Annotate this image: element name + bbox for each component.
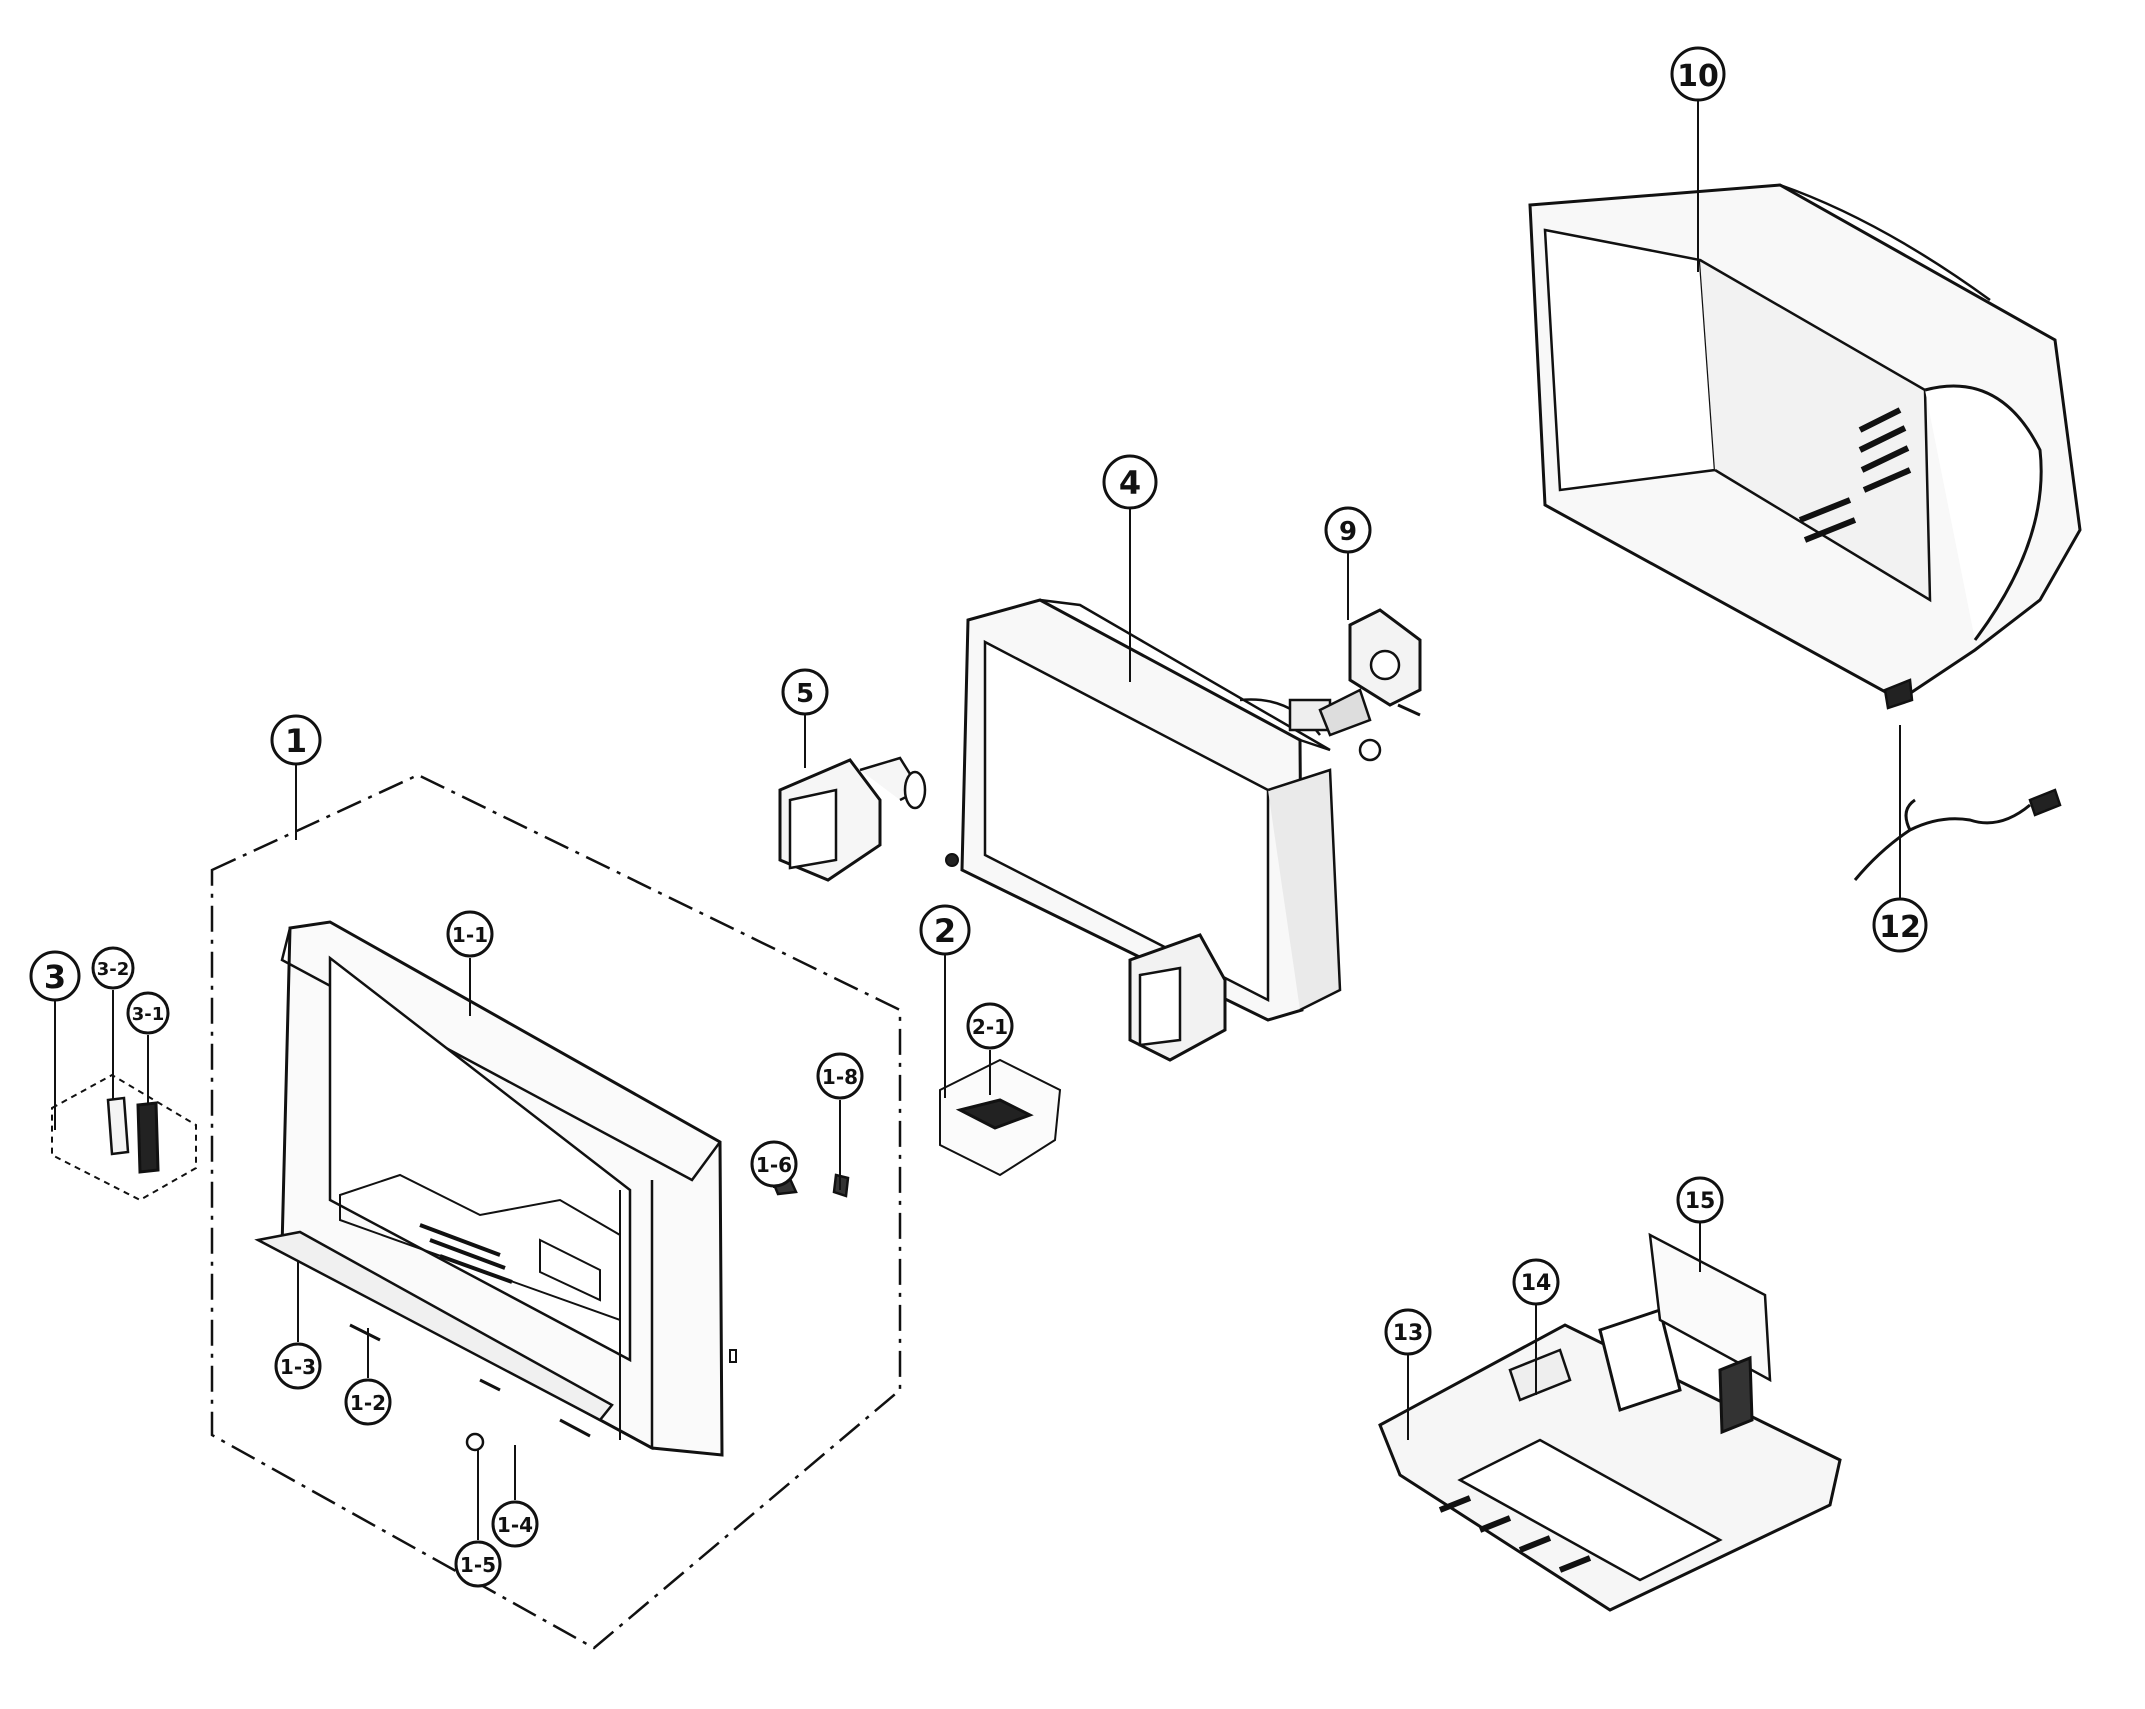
svg-text:1-4: 1-4: [497, 1513, 533, 1537]
svg-text:15: 15: [1685, 1189, 1716, 1214]
leader-lines: [54, 98, 1901, 1540]
callout-2-1: 2-1: [966, 1002, 1014, 1050]
group-1-dashed-outline: [210, 773, 902, 1650]
callout-3-1: 3-1: [126, 991, 170, 1035]
svg-text:1-8: 1-8: [822, 1065, 858, 1089]
callout-1-2: 1-2: [344, 1378, 392, 1426]
bracket-part-5: [778, 756, 927, 882]
svg-text:2: 2: [934, 912, 956, 950]
callout-13: 13: [1384, 1308, 1432, 1356]
callout-10: 10: [1670, 46, 1726, 102]
callout-3: 3: [29, 950, 81, 1002]
callout-15: 15: [1676, 1176, 1724, 1224]
svg-text:14: 14: [1521, 1271, 1552, 1296]
callout-1-5: 1-5: [454, 1540, 502, 1588]
small-box-part-2: [939, 1058, 1062, 1177]
callout-3-2: 3-2: [91, 946, 135, 990]
callout-12: 12: [1872, 897, 1928, 953]
svg-text:12: 12: [1879, 910, 1921, 945]
callouts: 1 1-1 1-2 1-3 1-4 1-5 1-6 1-8: [29, 46, 1928, 1588]
back-cabinet-part-10: [1528, 183, 2082, 881]
callout-1-6: 1-6: [750, 1140, 798, 1188]
callout-2: 2: [919, 904, 971, 956]
callout-1-4: 1-4: [491, 1500, 539, 1548]
svg-text:1-5: 1-5: [460, 1553, 496, 1577]
svg-text:5: 5: [796, 679, 814, 709]
svg-text:3-2: 3-2: [97, 959, 130, 980]
picture-tube-part-4: [945, 598, 1382, 1062]
small-assembly-group-3: [51, 1073, 197, 1202]
svg-text:2-1: 2-1: [972, 1015, 1008, 1039]
neck-board-part-9: [1348, 608, 1422, 717]
svg-text:1-6: 1-6: [756, 1153, 792, 1177]
svg-text:9: 9: [1339, 517, 1357, 547]
callout-14: 14: [1512, 1258, 1560, 1306]
callout-1-3: 1-3: [274, 1342, 322, 1390]
svg-text:1-1: 1-1: [452, 923, 488, 947]
power-cord: [1853, 803, 2031, 881]
control-strip: [254, 1230, 614, 1422]
callout-1-1: 1-1: [446, 910, 494, 958]
svg-text:1-3: 1-3: [280, 1355, 316, 1379]
svg-text:13: 13: [1393, 1321, 1424, 1346]
callout-1-8: 1-8: [816, 1052, 864, 1100]
callout-4: 4: [1102, 454, 1158, 510]
svg-text:1: 1: [285, 722, 307, 760]
callout-9: 9: [1324, 506, 1372, 554]
svg-text:10: 10: [1677, 59, 1719, 94]
svg-text:4: 4: [1119, 464, 1141, 502]
main-chassis-pcb: [1378, 1232, 1842, 1612]
svg-text:1-2: 1-2: [350, 1391, 386, 1415]
svg-text:3: 3: [44, 958, 66, 996]
callout-5: 5: [781, 668, 829, 716]
callout-1: 1: [270, 714, 322, 766]
svg-text:3-1: 3-1: [132, 1004, 165, 1025]
front-cabinet-group: [210, 773, 902, 1650]
